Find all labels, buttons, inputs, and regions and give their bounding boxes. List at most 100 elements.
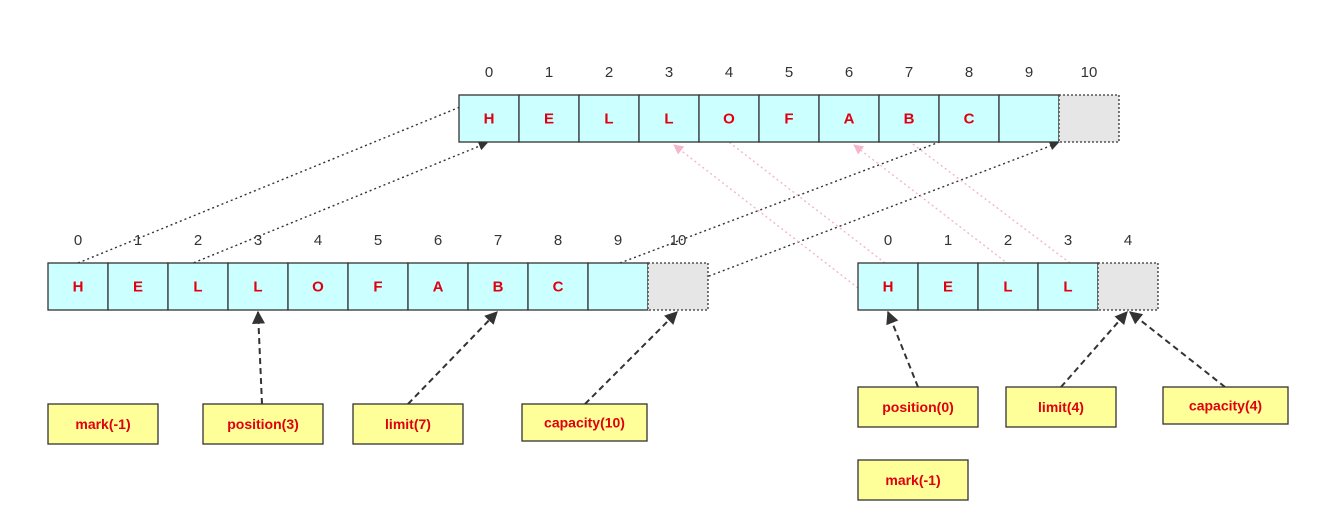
slice-limit-label-box (1005, 386, 1117, 428)
source-cell-text-3: L (253, 279, 262, 296)
top-cell-text-7: B (904, 111, 915, 128)
source-cell-1 (107, 262, 169, 311)
link-slice-start-bottom (673, 144, 859, 289)
top-capacity-slot (1058, 94, 1120, 143)
slice-capacity-label-box (1162, 386, 1289, 425)
slice-cell-text-0: H (883, 279, 894, 296)
slice-capacity-arrow (1128, 311, 1226, 388)
top-index-8: 8 (965, 64, 973, 81)
slice-limit-label: limit(4) (1005, 386, 1117, 428)
top-index-10: 10 (1081, 64, 1098, 81)
top-cell-text-4: O (723, 111, 735, 128)
slice-mark-label: mark(-1) (857, 459, 969, 501)
source-position-label: position(3) (202, 403, 324, 445)
slice-cell-text-3: L (1063, 279, 1072, 296)
top-cell-2 (578, 94, 640, 143)
source-mark-label: mark(-1) (47, 403, 159, 445)
source-cell-text-1: E (133, 279, 143, 296)
top-index-6: 6 (845, 64, 853, 81)
source-index-2: 2 (194, 232, 202, 249)
top-cell-text-3: L (664, 111, 673, 128)
source-limit-label: limit(7) (352, 403, 464, 445)
link-source-start-bottom (77, 141, 488, 311)
slice-limit-label-text: limit(4) (1038, 399, 1084, 415)
source-index-0: 0 (74, 232, 82, 249)
source-limit-arrow (407, 311, 498, 405)
top-cell-text-0: H (484, 111, 495, 128)
top-index-5: 5 (785, 64, 793, 81)
source-capacity-label-text: capacity(10) (544, 415, 625, 431)
slice-index-3: 3 (1064, 232, 1072, 249)
slice-index-4: 4 (1124, 232, 1132, 249)
source-index-1: 1 (134, 232, 142, 249)
source-index-6: 6 (434, 232, 442, 249)
source-cell-2 (167, 262, 229, 311)
top-cell-9 (998, 94, 1060, 143)
source-cell-text-6: A (433, 279, 444, 296)
slice-capacity-label-text: capacity(4) (1189, 398, 1262, 414)
pointer-arrows (252, 310, 1226, 405)
slice-capacity-label: capacity(4) (1162, 386, 1289, 425)
slice-position-label: position(0) (857, 386, 979, 428)
slice-position-label-box (857, 386, 979, 428)
source-limit-label-box (352, 403, 464, 445)
slice-index-2: 2 (1004, 232, 1012, 249)
source-cell-text-7: B (493, 279, 504, 296)
slice-cell-1 (917, 262, 979, 311)
slice-capacity-slot (1097, 262, 1159, 311)
source-cell-text-2: L (193, 279, 202, 296)
source-cell-text-4: O (312, 279, 324, 296)
top-index-2: 2 (605, 64, 613, 81)
slice-cell-3 (1037, 262, 1099, 311)
link-source-start-top (77, 94, 488, 264)
source-cell-3 (227, 262, 289, 311)
source-index-4: 4 (314, 232, 322, 249)
source-position-arrow (252, 310, 266, 405)
top-index-0: 0 (485, 64, 493, 81)
top-cell-text-2: L (604, 111, 613, 128)
top-index-1: 1 (545, 64, 553, 81)
source-cell-8 (527, 262, 589, 311)
top-cell-7 (878, 94, 940, 143)
slice-position-arrow (886, 310, 919, 388)
slice-cell-text-1: E (943, 279, 953, 296)
source-capacity-slot (647, 262, 709, 311)
source-position-label-box (202, 403, 324, 445)
top-cell-6 (818, 94, 880, 143)
top-cell-text-1: E (544, 111, 554, 128)
slice-cell-text-2: L (1003, 279, 1012, 296)
slice-mark-label-text: mark(-1) (885, 472, 940, 488)
top-index-7: 7 (905, 64, 913, 81)
slice-limit-arrow (1060, 311, 1128, 388)
top-cell-text-5: F (784, 111, 793, 128)
slice-buffer: H E L L 0 1 2 3 4 (857, 232, 1159, 311)
slice-cell-0 (857, 262, 919, 311)
source-mark-label-box (47, 403, 159, 445)
source-capacity-label: capacity(10) (521, 403, 648, 442)
source-index-9: 9 (614, 232, 622, 249)
source-limit-label-text: limit(7) (385, 416, 431, 432)
top-cell-5 (758, 94, 820, 143)
slice-mark-label-box (857, 459, 969, 501)
source-index-5: 5 (374, 232, 382, 249)
top-cell-3 (638, 94, 700, 143)
top-cell-4 (698, 94, 760, 143)
slice-index-0: 0 (884, 232, 892, 249)
source-cell-text-5: F (373, 279, 382, 296)
slice-position-label-text: position(0) (882, 399, 954, 415)
source-cell-5 (347, 262, 409, 311)
link-slice-end-top (851, 97, 1071, 264)
link-source-end-top (619, 94, 1062, 264)
slice-index-1: 1 (944, 232, 952, 249)
top-index-3: 3 (665, 64, 673, 81)
top-index-4: 4 (725, 64, 733, 81)
source-index-3: 3 (254, 232, 262, 249)
source-cell-6 (407, 262, 469, 311)
source-index-10: 10 (670, 232, 687, 249)
source-index-8: 8 (554, 232, 562, 249)
source-cell-text-0: H (73, 279, 84, 296)
top-cell-0 (458, 94, 520, 143)
top-index-9: 9 (1025, 64, 1033, 81)
